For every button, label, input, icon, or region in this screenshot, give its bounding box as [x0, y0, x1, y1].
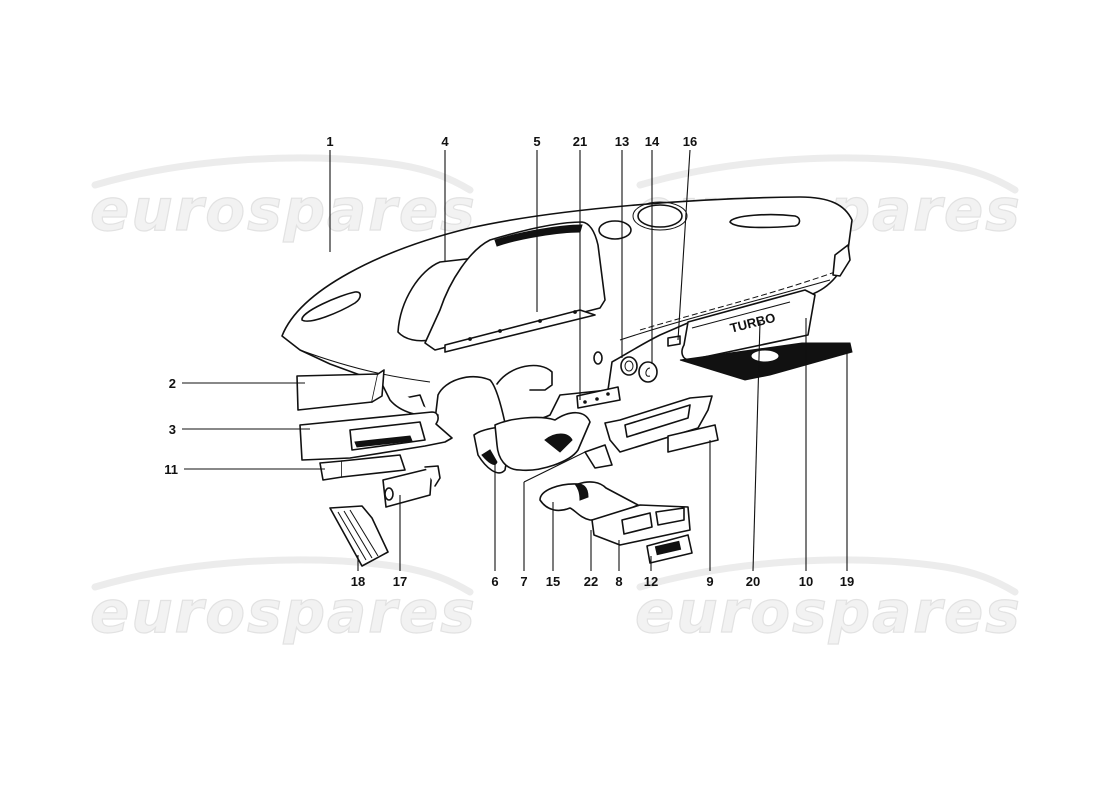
watermark-text: eurospares	[635, 578, 1022, 646]
part-14-knob	[638, 361, 658, 383]
callout-21: 21	[573, 134, 587, 149]
part-7-column-shroud	[494, 411, 591, 472]
part-11-bracket	[319, 454, 406, 481]
part-13-bezel	[620, 356, 638, 376]
callout-5: 5	[533, 134, 540, 149]
part-10-glovebox-lid: TURBO	[681, 289, 816, 361]
callout-10: 10	[799, 574, 813, 589]
callout-9: 9	[706, 574, 713, 589]
callout-11: 11	[164, 462, 178, 477]
part-8-vent-outlet	[591, 504, 691, 546]
watermark-bottom-right: eurospares	[634, 556, 1022, 647]
callout-17: 17	[393, 574, 407, 589]
part-15-air-duct	[539, 481, 639, 521]
callout-1: 1	[326, 134, 333, 149]
callout-3: 3	[169, 422, 176, 437]
callout-4: 4	[441, 134, 449, 149]
callout-19: 19	[840, 574, 854, 589]
callout-15: 15	[546, 574, 560, 589]
callouts-bottom: 18 17 6 7 15 22 8 12 9 20 10 19	[351, 574, 854, 589]
callout-12: 12	[644, 574, 658, 589]
callout-13: 13	[615, 134, 629, 149]
callout-7: 7	[520, 574, 527, 589]
watermark-text: eurospares	[90, 578, 477, 646]
callout-14: 14	[645, 134, 660, 149]
callout-16: 16	[683, 134, 697, 149]
part-12-switch-panel	[646, 534, 693, 564]
part-19-mat	[679, 342, 853, 381]
part-2-left-panel	[296, 369, 385, 411]
part-16-clip	[667, 335, 681, 347]
part-18-grille	[329, 505, 389, 567]
leader-lines	[182, 149, 848, 572]
callouts-left: 2 3 11	[164, 376, 178, 477]
centre-vent-trim	[584, 395, 713, 469]
callout-22: 22	[584, 574, 598, 589]
part-17-plate	[382, 465, 441, 508]
callout-20: 20	[746, 574, 760, 589]
watermark-text: eurospares	[90, 176, 477, 244]
watermark-top-left: eurospares	[89, 154, 477, 245]
callout-8: 8	[615, 574, 622, 589]
instrument-binnacle	[397, 221, 606, 353]
callout-2: 2	[169, 376, 176, 391]
callout-18: 18	[351, 574, 365, 589]
part-9-cover	[667, 424, 719, 453]
dashboard-end-cap	[832, 244, 851, 277]
callout-6: 6	[491, 574, 498, 589]
callouts-top: 1 4 5 21 13 14 16	[326, 134, 697, 149]
part-21-fuse-plate	[576, 386, 621, 409]
watermark-bottom-left: eurospares	[89, 556, 477, 647]
part-3-lower-trim	[299, 411, 453, 461]
